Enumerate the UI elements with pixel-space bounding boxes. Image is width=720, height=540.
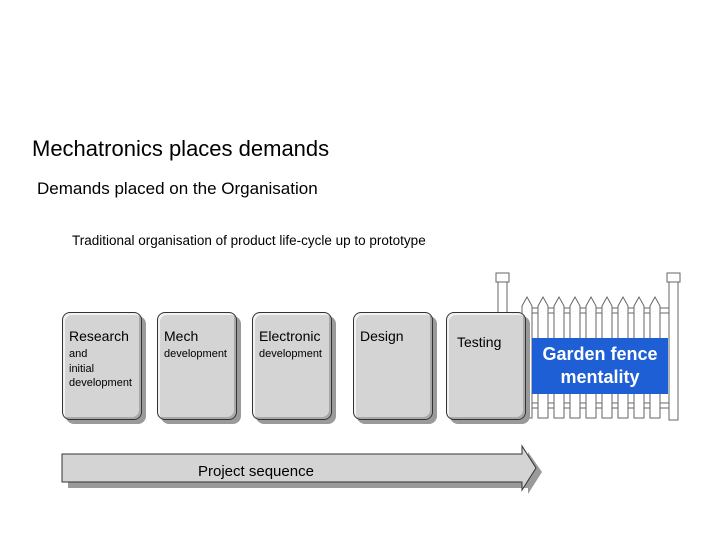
stage-testing: Testing bbox=[446, 312, 530, 424]
stage-sublabel: development bbox=[259, 348, 322, 360]
stage-mech: Mech development bbox=[157, 312, 241, 424]
stage-electronic: Electronic development bbox=[252, 312, 336, 424]
stage-sublabel: development bbox=[164, 348, 227, 360]
stage-label: Testing bbox=[457, 334, 502, 350]
project-sequence-arrow bbox=[61, 444, 542, 494]
stage-label: Design bbox=[360, 328, 404, 344]
stage-box: Research and initial development bbox=[62, 312, 142, 420]
stage-design: Design bbox=[353, 312, 437, 424]
diagram-caption: Traditional organisation of product life… bbox=[72, 233, 426, 248]
stage-sublabel: and initial development bbox=[69, 348, 132, 389]
fence-left-post-cap bbox=[495, 272, 510, 283]
fence-right-post-cap bbox=[666, 272, 681, 283]
garden-fence-label: Garden fence mentality bbox=[532, 338, 668, 394]
stage-label: Research bbox=[69, 328, 129, 344]
arrow-label: Project sequence bbox=[198, 463, 314, 480]
arrow-body bbox=[61, 444, 537, 492]
slide-title: Mechatronics places demands bbox=[32, 136, 330, 161]
stage-label: Electronic bbox=[259, 328, 321, 344]
stage-label: Mech bbox=[164, 328, 199, 344]
stage-box: Testing bbox=[446, 312, 526, 420]
stage-box: Mech development bbox=[157, 312, 237, 420]
stage-box: Design bbox=[353, 312, 433, 420]
fence-right-post bbox=[668, 279, 679, 421]
stage-box: Electronic development bbox=[252, 312, 332, 420]
slide-subtitle: Demands placed on the Organisation bbox=[37, 179, 318, 198]
stage-research: Research and initial development bbox=[62, 312, 146, 424]
